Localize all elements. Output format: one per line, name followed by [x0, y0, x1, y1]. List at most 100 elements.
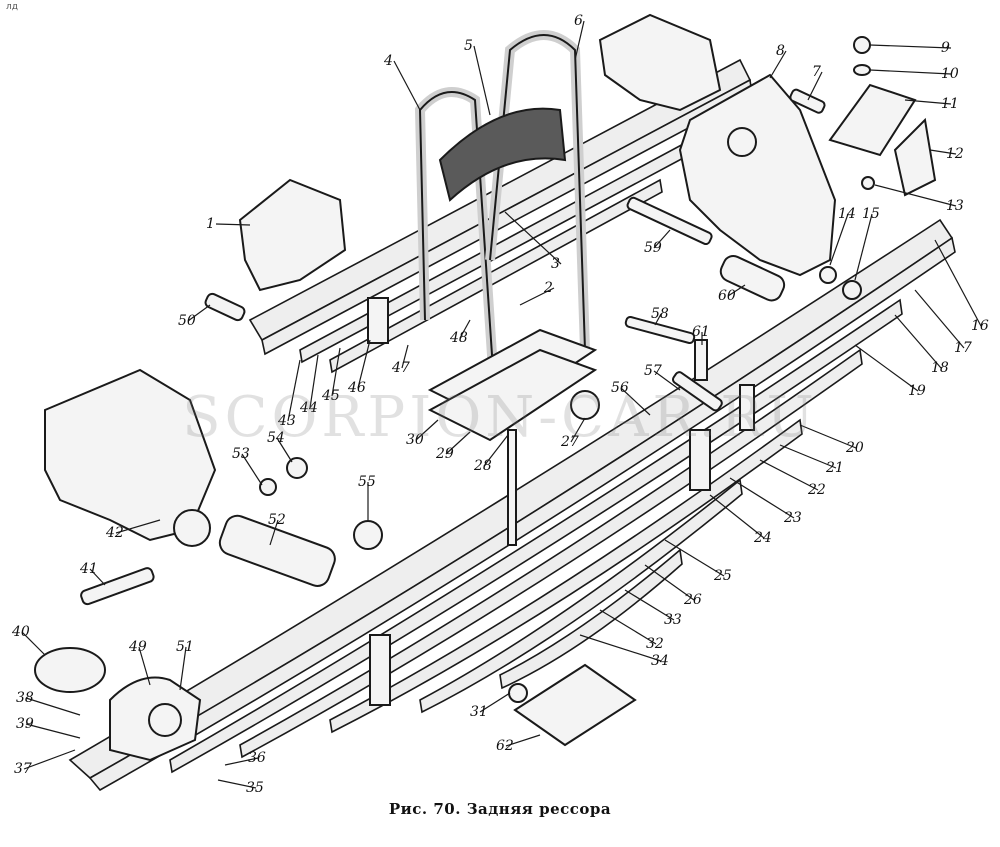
callout-42: 42	[105, 525, 124, 541]
leader-21	[779, 444, 837, 469]
leader-50	[187, 304, 211, 322]
callout-11: 11	[941, 96, 959, 112]
callout-31: 31	[470, 704, 488, 720]
bolt-13	[861, 176, 875, 190]
leader-39	[25, 723, 81, 739]
clip-36	[369, 634, 391, 706]
callout-48: 48	[449, 330, 468, 346]
leader-29	[445, 431, 471, 455]
callout-19: 19	[908, 383, 926, 399]
callout-43: 43	[277, 413, 296, 429]
callout-36: 36	[248, 750, 266, 766]
bushing-40	[34, 647, 106, 693]
callout-1: 1	[206, 216, 215, 232]
callout-29: 29	[435, 446, 454, 462]
pad-12	[893, 117, 937, 197]
leader-19	[854, 344, 919, 392]
washer-14	[819, 266, 837, 284]
leader-20	[799, 424, 857, 449]
leader-12	[929, 149, 957, 155]
leader-40	[21, 631, 46, 656]
callout-24: 24	[753, 530, 772, 546]
callout-35: 35	[246, 780, 264, 796]
leader-23	[729, 477, 795, 519]
axle-pad-5	[438, 107, 567, 202]
leader-22	[759, 459, 819, 491]
callout-54: 54	[267, 430, 285, 446]
leader-60	[727, 284, 746, 297]
callout-33: 33	[664, 612, 682, 628]
leader-36	[224, 757, 259, 766]
leader-46	[357, 339, 371, 389]
bracket-6	[598, 13, 722, 112]
callout-27: 27	[560, 434, 579, 450]
pin-41	[80, 567, 155, 606]
callout-40: 40	[11, 624, 30, 640]
callout-25: 25	[713, 568, 732, 584]
leader-42	[115, 519, 161, 534]
leader-54	[276, 437, 293, 463]
bracket-42-eye	[173, 509, 211, 547]
leader-53	[241, 453, 263, 486]
callout-17: 17	[954, 340, 972, 356]
callout-30: 30	[406, 432, 424, 448]
callout-51: 51	[176, 639, 194, 655]
leader-14	[829, 213, 849, 266]
leader-38	[25, 697, 81, 716]
callout-59: 59	[644, 240, 662, 256]
leader-41	[89, 568, 106, 586]
callout-9: 9	[941, 40, 950, 56]
callout-23: 23	[783, 510, 802, 526]
bolt-58	[624, 316, 696, 344]
leader-6	[574, 20, 585, 61]
callout-41: 41	[79, 561, 98, 577]
callout-26: 26	[683, 592, 702, 608]
leader-32	[599, 609, 657, 645]
nut-54	[286, 457, 308, 479]
leader-43	[287, 359, 301, 422]
nut-27	[570, 390, 600, 420]
callout-18: 18	[931, 360, 949, 376]
callout-16: 16	[971, 318, 989, 334]
leader-9	[869, 44, 952, 49]
corner-mark: лд	[6, 2, 18, 12]
leader-59	[653, 229, 671, 249]
callout-45: 45	[321, 388, 340, 404]
callout-49: 49	[128, 639, 147, 655]
clip-61	[694, 339, 708, 381]
callout-6: 6	[574, 13, 583, 29]
callout-15: 15	[862, 206, 880, 222]
figure-caption: Рис. 70. Задняя рессора	[388, 800, 612, 818]
leader-27	[570, 417, 586, 443]
leader-15	[854, 213, 873, 281]
leader-30	[415, 419, 439, 441]
callout-7: 7	[812, 64, 821, 80]
leader-24	[709, 494, 765, 539]
washer-53	[259, 478, 277, 496]
callout-21: 21	[825, 460, 844, 476]
callout-20: 20	[845, 440, 864, 456]
callout-8: 8	[776, 43, 785, 59]
spring-eye-49-hole	[148, 703, 182, 737]
callout-62: 62	[496, 738, 514, 754]
callout-3: 3	[551, 256, 560, 272]
bracket-1	[238, 178, 347, 292]
callout-14: 14	[838, 206, 856, 222]
wedge-62	[513, 663, 637, 747]
leader-52	[269, 519, 279, 546]
leader-57	[653, 370, 681, 391]
callout-2: 2	[543, 280, 553, 296]
pad-11	[828, 83, 917, 157]
callout-58: 58	[651, 306, 669, 322]
leader-5	[473, 45, 491, 116]
leader-44	[309, 354, 319, 409]
leader-16	[934, 239, 982, 327]
leader-49	[138, 646, 151, 686]
nut-9	[853, 36, 871, 54]
nut-15	[842, 280, 862, 300]
leader-3	[504, 211, 562, 265]
leader-13	[874, 184, 957, 207]
leader-28	[483, 434, 509, 467]
